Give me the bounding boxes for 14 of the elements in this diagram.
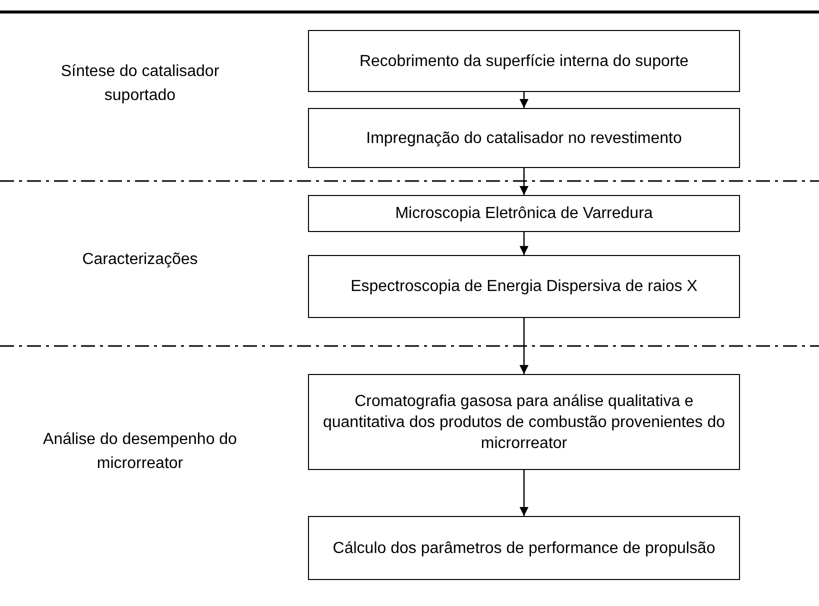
arrow	[519, 318, 529, 374]
section-label: Síntese do catalisador suportado	[60, 62, 220, 106]
process-box: Impregnação do catalisador no revestimento	[308, 108, 740, 168]
process-box: Cromatografia gasosa para análise qualitativa e quantitativa dos produtos de combustão provenientes do microrreator	[308, 374, 740, 470]
section-label: Análise do desempenho do microrreator	[42, 430, 238, 474]
process-box: Microscopia Eletrônica de Varredura	[308, 195, 740, 232]
arrow	[519, 232, 529, 255]
section-label: Caracterizações	[81, 250, 199, 270]
arrow	[519, 168, 529, 195]
process-box: Recobrimento da superfície interna do suporte	[308, 30, 740, 92]
arrow	[519, 92, 529, 108]
arrow	[519, 470, 529, 516]
process-box: Cálculo dos parâmetros de performance de propulsão	[308, 516, 740, 580]
process-box: Espectroscopia de Energia Dispersiva de raios X	[308, 255, 740, 318]
